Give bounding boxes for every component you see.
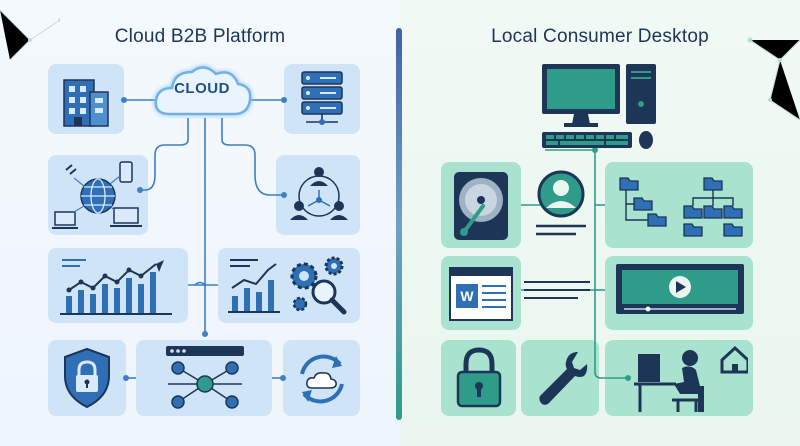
- padlock-icon: [456, 347, 502, 408]
- browser-network-icon: [166, 346, 244, 409]
- video-player-icon: [616, 264, 744, 314]
- analytics-gears-icon: [228, 256, 347, 315]
- cloud-label: CLOUD: [174, 80, 230, 97]
- home-office-user-icon: [634, 345, 748, 412]
- office-building-icon: [63, 79, 109, 127]
- hard-drive-icon: [454, 172, 508, 240]
- folder-tree-icon: [619, 177, 743, 237]
- svg-text:W: W: [460, 288, 474, 304]
- wrench-icon: [539, 352, 588, 405]
- cloud-icon: [154, 66, 252, 116]
- center-divider: [396, 28, 402, 420]
- growth-chart-icon: [60, 259, 172, 315]
- user-profile-icon: [536, 170, 586, 236]
- desktop-computer-icon: [542, 64, 656, 149]
- decorative-network-right-icon: [747, 37, 800, 121]
- decorative-network-left-icon: [0, 9, 60, 60]
- security-shield-lock-icon: [64, 347, 110, 409]
- server-rack-icon: [301, 71, 343, 125]
- global-network-devices-icon: [52, 161, 142, 229]
- word-document-icon: W: [449, 267, 590, 321]
- right-title: Local Consumer Desktop: [491, 26, 709, 47]
- left-title: Cloud B2B Platform: [114, 26, 286, 47]
- team-network-icon: [290, 167, 348, 220]
- cloud-sync-icon: [300, 354, 344, 404]
